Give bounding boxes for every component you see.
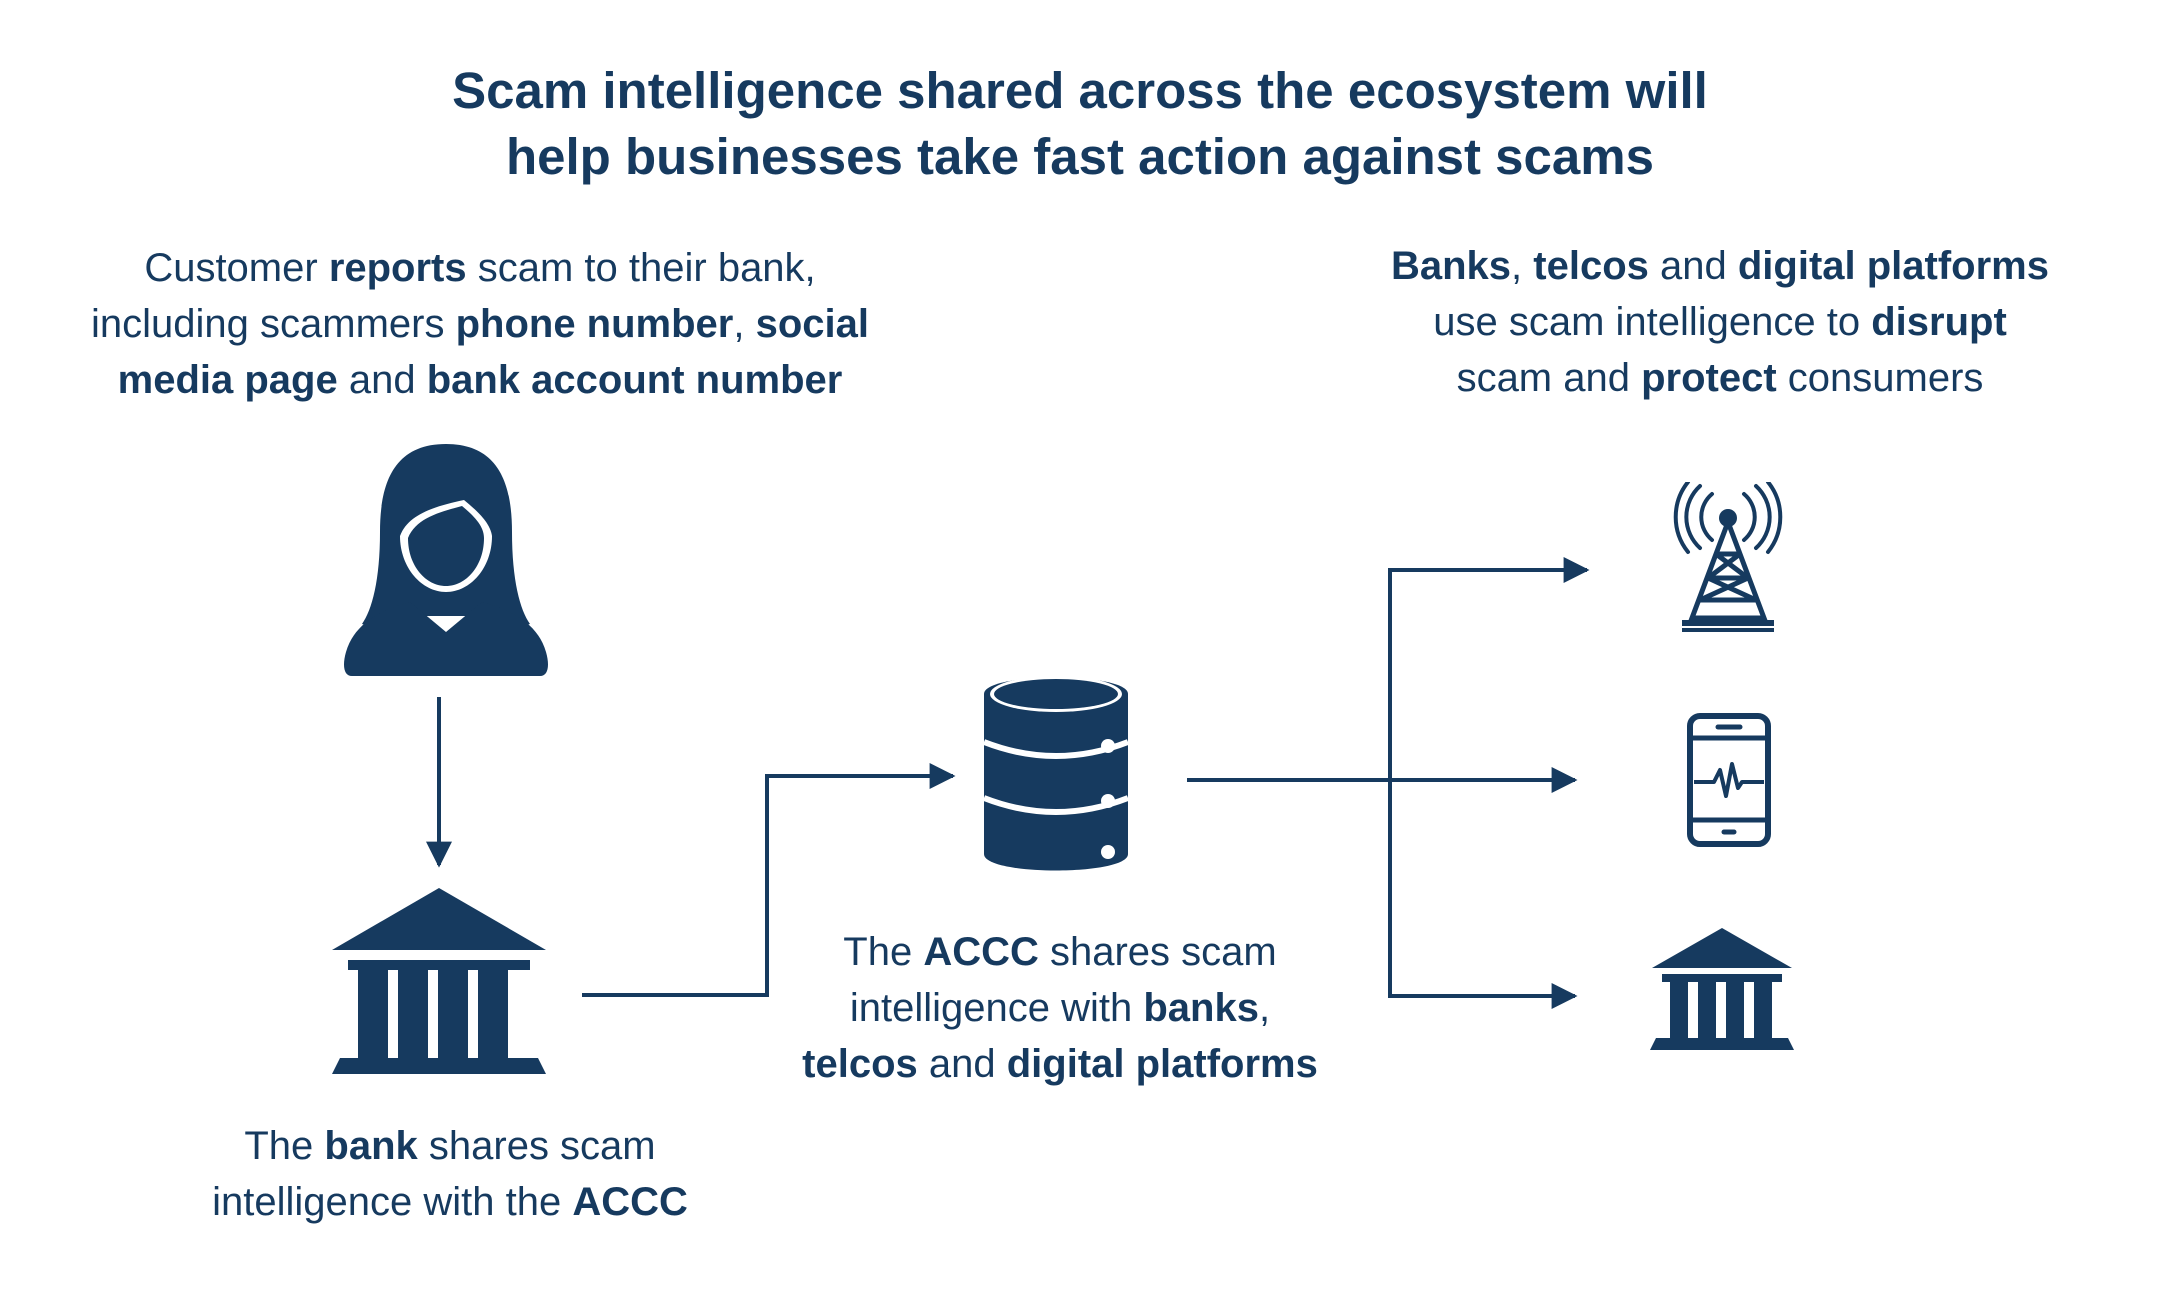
title-line-1: Scam intelligence shared across the ecos… — [452, 62, 1708, 119]
accc-text-line-2: intelligence with banks, — [849, 986, 1271, 1030]
recipients-text: Banks, telcos and digital platforms use … — [1320, 238, 2120, 406]
arrow-branch-bank — [1388, 780, 1578, 1009]
accc-text-line-3: telcos and digital platforms — [802, 1042, 1318, 1086]
bank-text-line-1: The bank shares scam — [244, 1124, 656, 1168]
customer-text-line-3: media page and bank account number — [117, 358, 843, 402]
database-icon — [982, 676, 1130, 871]
recipients-text-line-2: use scam intelligence to disrupt — [1433, 300, 2007, 344]
bank-shares-text: The bank shares scam intelligence with t… — [140, 1118, 760, 1230]
accc-text-line-1: The ACCC shares scam — [843, 930, 1277, 974]
bank-text-line-2: intelligence with the ACCC — [212, 1180, 688, 1224]
telco-tower-icon — [1673, 482, 1783, 632]
recipients-text-line-1: Banks, telcos and digital platforms — [1390, 244, 2049, 288]
arrow-branch-telco — [1388, 557, 1590, 780]
customer-report-text: Customer reports scam to their bank, inc… — [40, 240, 920, 408]
bank-building-icon — [332, 888, 546, 1074]
recipients-text-line-3: scam and protect consumers — [1456, 356, 1984, 400]
diagram-title: Scam intelligence shared across the ecos… — [0, 58, 2160, 190]
accc-shares-text: The ACCC shares scam intelligence with b… — [740, 924, 1380, 1092]
customer-text-line-1: Customer reports scam to their bank, — [144, 246, 816, 290]
customer-text-line-2: including scammers phone number, social — [91, 302, 869, 346]
title-line-2: help businesses take fast action against… — [506, 128, 1654, 185]
mobile-phone-icon — [1687, 713, 1771, 847]
bank-small-icon — [1650, 928, 1794, 1050]
arrow-bank-to-accc — [582, 763, 956, 997]
customer-person-icon — [344, 444, 548, 676]
